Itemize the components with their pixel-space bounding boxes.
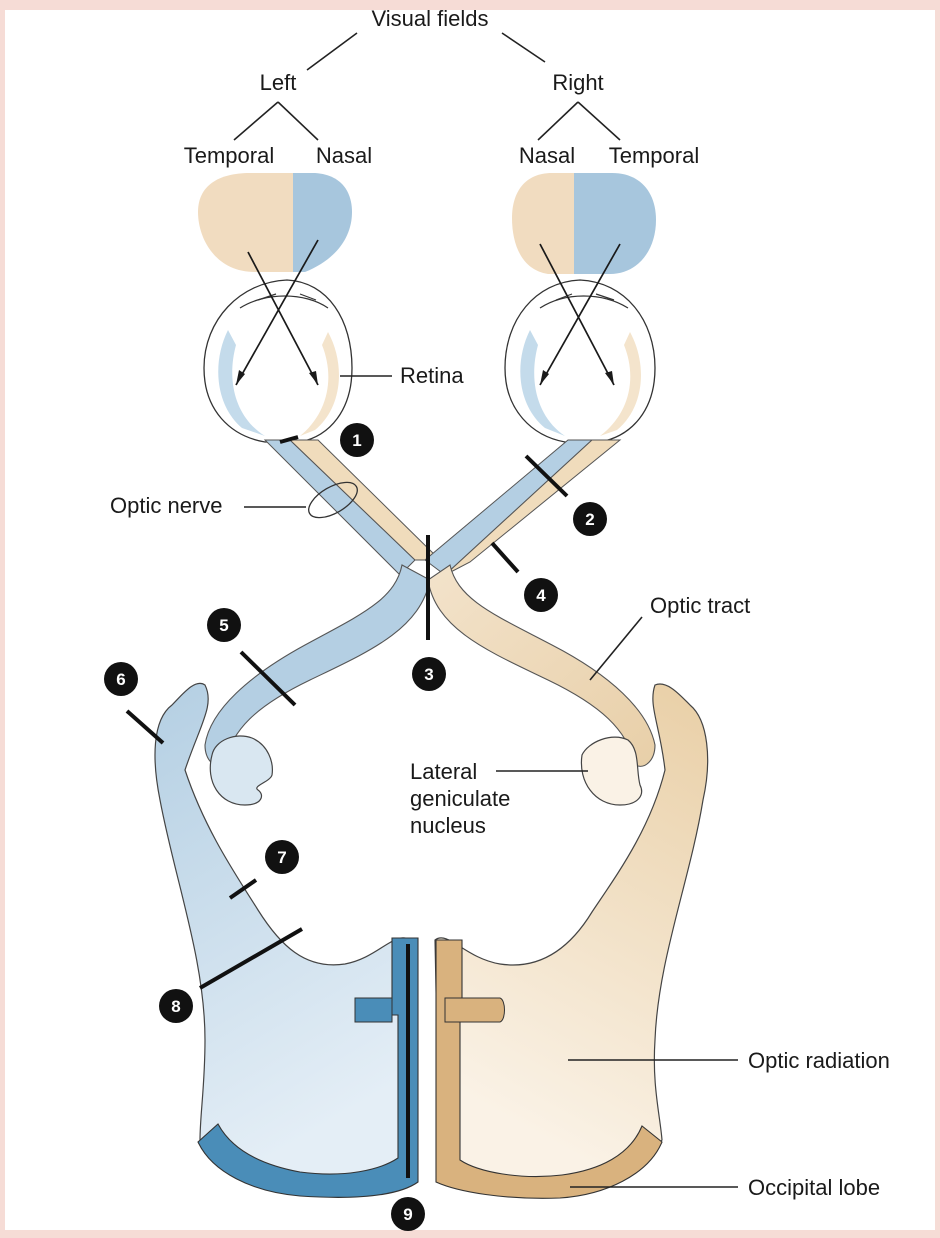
retina-label: Retina (400, 363, 464, 388)
optic-tract-leader (589, 616, 643, 681)
left-eye-lens (239, 295, 329, 309)
right-field-temporal-half (574, 173, 656, 274)
right-retina-nasal (520, 330, 565, 436)
right-temporal-label: Temporal (609, 143, 699, 168)
right-eye (504, 279, 656, 443)
svg-text:6: 6 (116, 670, 125, 689)
left-field-nasal-half (293, 173, 352, 272)
lesion-marker-1: 1 (340, 423, 374, 457)
lesion-marker-6: 6 (104, 662, 138, 696)
left-visual-field (198, 173, 352, 272)
optic-nerves (263, 439, 622, 576)
optic-radiation-label: Optic radiation (748, 1048, 890, 1073)
svg-text:2: 2 (585, 510, 594, 529)
left-eye (203, 279, 353, 443)
right-field-label: Right (552, 70, 603, 95)
lesion-5-cut (239, 650, 297, 707)
right-cortex-fold (444, 997, 505, 1023)
title-right-line (501, 32, 546, 63)
lesion-marker-9: 9 (391, 1197, 425, 1231)
left-retina-temporal (218, 330, 265, 436)
lesion-marker-7: 7 (265, 840, 299, 874)
left-field-label: Left (260, 70, 297, 95)
svg-text:9: 9 (403, 1205, 412, 1224)
lgn-label-line-1: Lateral (410, 759, 477, 784)
right-retina-temporal (600, 332, 641, 436)
lesion-marker-5: 5 (207, 608, 241, 642)
left-optic-radiation (154, 682, 411, 1185)
left-temporal-branch (233, 101, 279, 141)
optic-nerve-label: Optic nerve (110, 493, 223, 518)
svg-text:3: 3 (424, 665, 433, 684)
lesion-4-cut (490, 541, 520, 574)
visual-fields-title: Visual fields (372, 6, 489, 31)
left-nasal-branch (277, 101, 319, 141)
lesion-2-cut (524, 454, 569, 498)
right-temporal-branch (577, 101, 621, 141)
svg-text:1: 1 (352, 431, 361, 450)
svg-text:5: 5 (219, 616, 228, 635)
left-field-temporal-half (198, 173, 293, 272)
left-lgn (209, 735, 273, 806)
lesion-7-cut (228, 878, 258, 900)
right-optic-tract (427, 564, 656, 767)
svg-text:7: 7 (277, 848, 286, 867)
lesion-marker-3: 3 (412, 657, 446, 691)
svg-text:4: 4 (536, 586, 546, 605)
optic-nerve-ring (308, 481, 358, 519)
lgn-label-line-2: geniculate (410, 786, 510, 811)
lesion-1-cut (279, 435, 299, 444)
lesion-marker-8: 8 (159, 989, 193, 1023)
lesion-cuts (125, 435, 569, 1178)
right-nasal-branch (537, 101, 579, 141)
right-optic-nerve-tan (444, 439, 622, 576)
left-nasal-label: Nasal (316, 143, 372, 168)
svg-text:8: 8 (171, 997, 180, 1016)
left-retina-nasal (300, 332, 339, 436)
right-optic-nerve-blue (424, 439, 594, 576)
projection-arrows (235, 239, 621, 386)
right-nasal-label: Nasal (519, 143, 575, 168)
lesion-6-cut (125, 709, 165, 745)
lesion-8-cut (198, 927, 304, 990)
left-cortex-fold (354, 997, 393, 1023)
lesion-marker-4: 4 (524, 578, 558, 612)
optic-tract-label: Optic tract (650, 593, 750, 618)
right-field-nasal-half (512, 173, 574, 274)
title-left-line (306, 32, 358, 71)
lesion-marker-2: 2 (573, 502, 607, 536)
lgn-label-line-3: nucleus (410, 813, 486, 838)
occipital-lobe-label: Occipital lobe (748, 1175, 880, 1200)
right-eye-lens (539, 295, 629, 309)
right-visual-field (512, 173, 656, 274)
right-lgn (580, 736, 643, 806)
left-temporal-label: Temporal (184, 143, 274, 168)
